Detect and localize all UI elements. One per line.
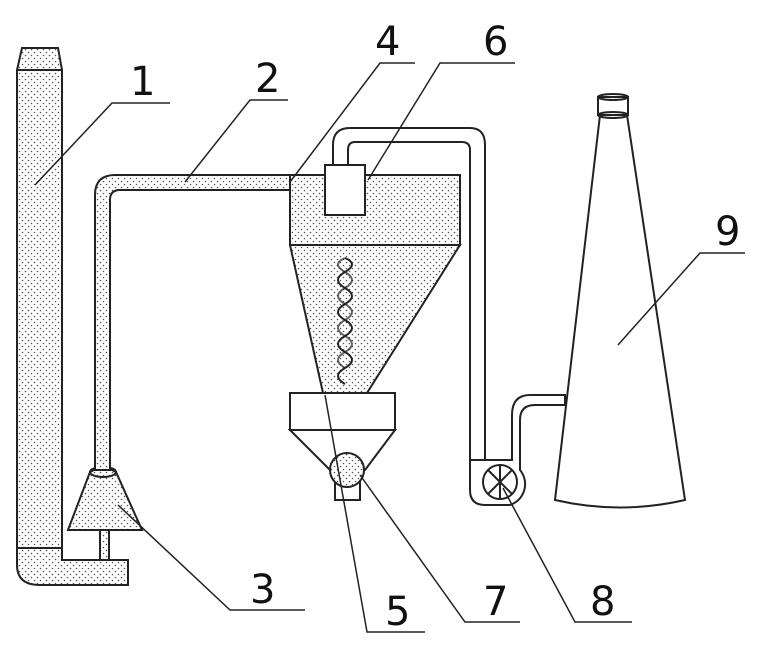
stack-9: [553, 93, 687, 509]
label-7: 7: [483, 579, 508, 625]
cyclone-4: [288, 174, 462, 394]
label-1: 1: [130, 59, 155, 105]
label-9: 9: [715, 209, 740, 255]
pipe-2: [94, 174, 291, 471]
label-8: 8: [590, 579, 615, 625]
label-5: 5: [385, 589, 410, 635]
column-1: [16, 47, 129, 586]
feeder-3: [66, 466, 144, 561]
leader-lines: [34, 62, 745, 633]
label-3: 3: [250, 567, 275, 613]
hopper-7: [287, 392, 397, 501]
label-4: 4: [375, 19, 400, 65]
label-6: 6: [483, 19, 508, 65]
label-2: 2: [255, 56, 280, 102]
fan-8: [469, 394, 566, 506]
